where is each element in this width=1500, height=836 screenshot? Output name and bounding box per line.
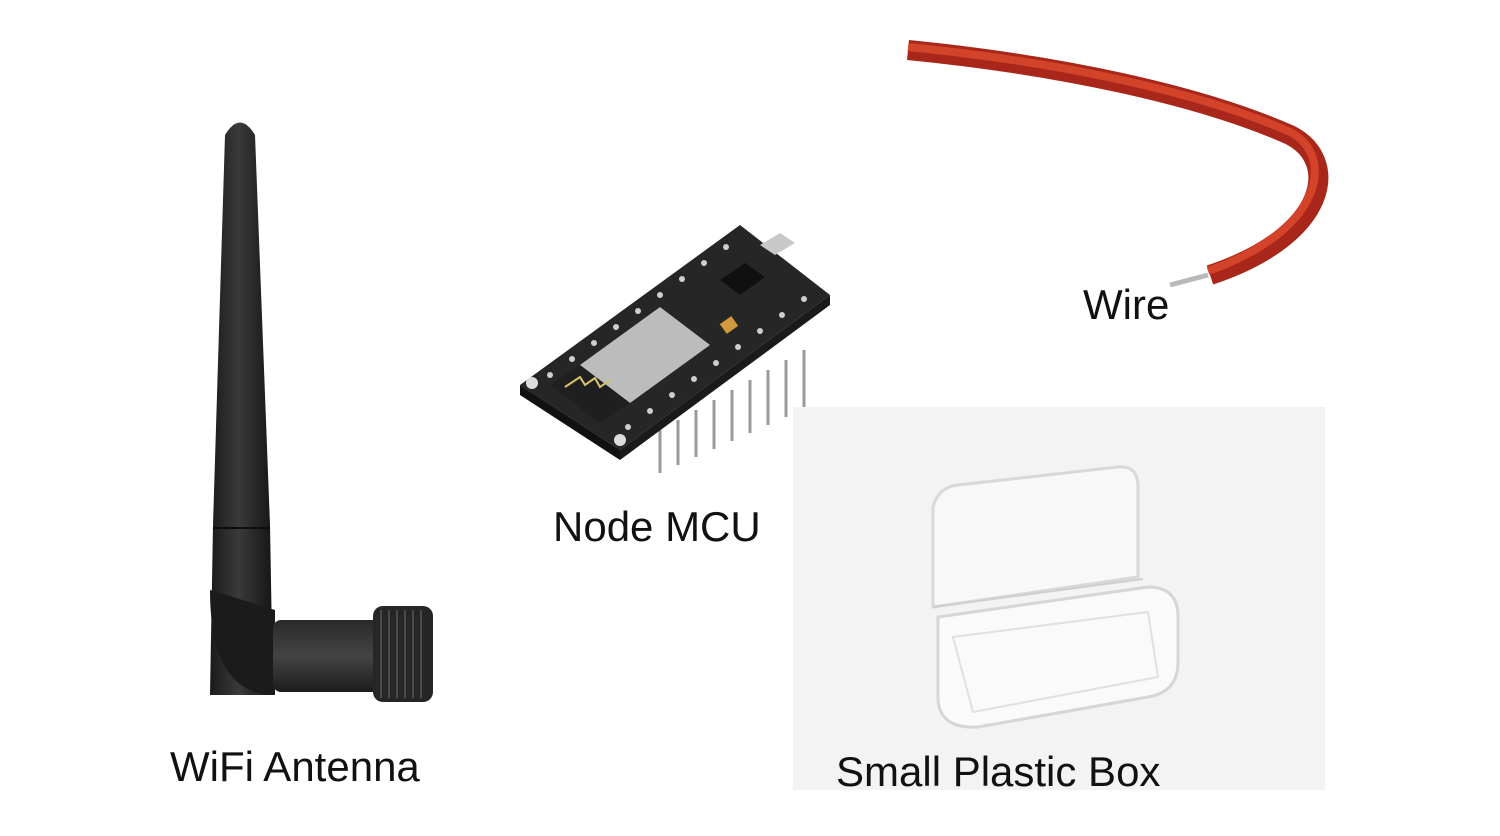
plastic-box-photo	[793, 407, 1325, 790]
wire-icon	[900, 35, 1340, 295]
nodemcu-label: Node MCU	[553, 503, 761, 550]
wire-label: Wire	[1083, 281, 1170, 328]
wifi-antenna-label: WiFi Antenna	[170, 743, 420, 790]
wifi-antenna-icon	[195, 110, 455, 710]
plastic-box-icon	[931, 465, 1180, 729]
nodemcu-board-icon	[510, 215, 840, 485]
plastic-box-label: Small Plastic Box	[836, 748, 1161, 795]
